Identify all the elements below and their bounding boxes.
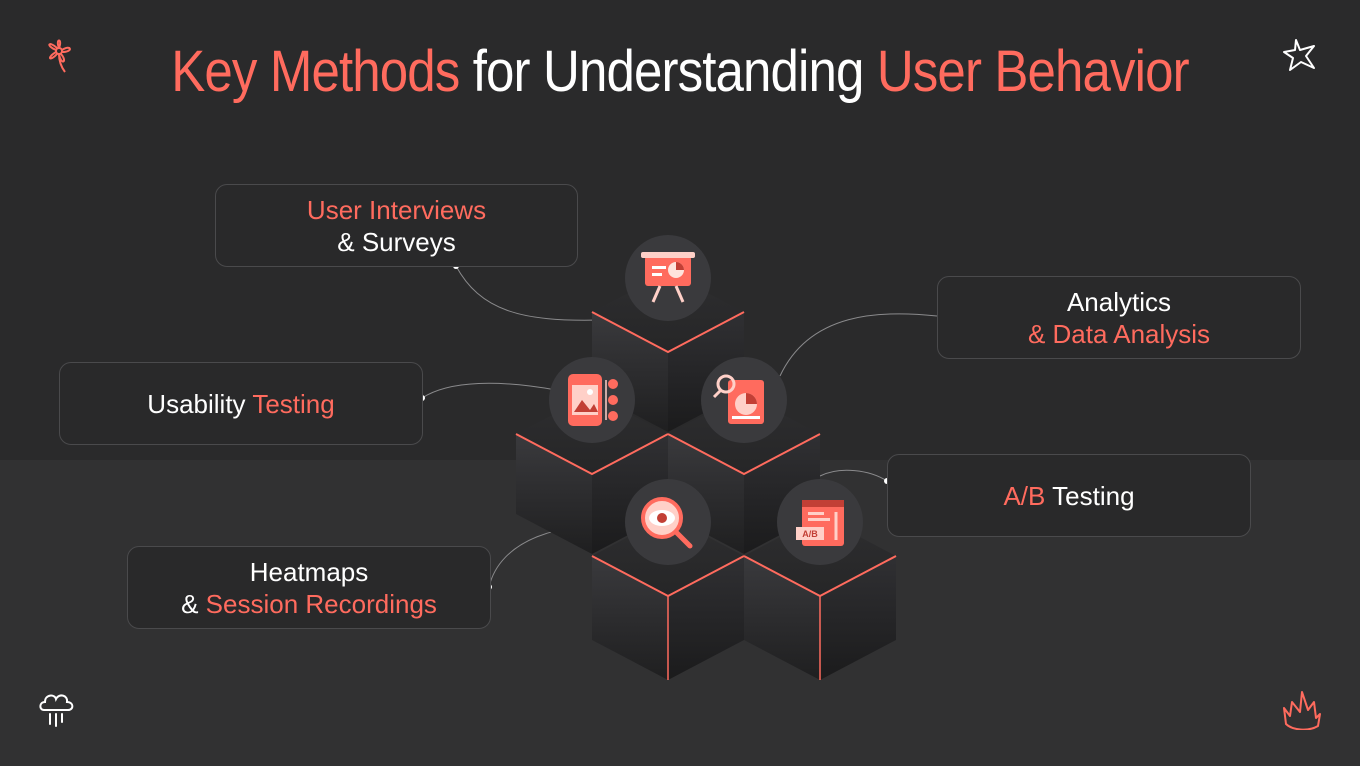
card-usability-testing: Usability Testing [59, 362, 423, 445]
ab-icon-label: A/B [802, 529, 818, 539]
card-usability-word2: Testing [252, 388, 335, 419]
card-analytics-line2: & Data Analysis [1027, 318, 1211, 349]
mobile-testing-icon [549, 357, 635, 443]
card-analytics: Analytics & Data Analysis [937, 276, 1301, 359]
card-user-interviews: User Interviews & Surveys [215, 184, 578, 267]
card-ab-word2: Testing [1045, 480, 1135, 511]
eye-magnifier-icon [625, 479, 711, 565]
star-icon [1283, 39, 1315, 71]
card-interviews-surveys: Surveys [361, 226, 456, 257]
card-ab-testing: A/B Testing [887, 454, 1251, 537]
title-part-key-methods: Key Methods [171, 39, 460, 104]
card-ab-line: A/B Testing [1003, 480, 1134, 512]
card-heatmaps-session-recordings: Session Recordings [205, 588, 437, 619]
card-interviews-line2: & Surveys [337, 226, 456, 258]
flower-icon [48, 39, 71, 73]
title-part-middle: for Understanding [459, 39, 877, 104]
card-interviews-ampersand: & [337, 226, 362, 257]
card-heatmaps-line2: & Session Recordings [181, 588, 437, 620]
document-chart-icon [701, 357, 787, 443]
card-usability-word1: Usability [147, 388, 253, 419]
card-interviews-line1: User Interviews [306, 194, 487, 225]
card-heatmaps-ampersand: & [181, 588, 206, 619]
title-part-user-behavior: User Behavior [876, 39, 1190, 104]
card-ab-word1: A/B [1003, 480, 1046, 511]
cloud-rain-icon [39, 694, 74, 727]
card-heatmaps-line1: Heatmaps [249, 556, 369, 587]
card-usability-line: Usability Testing [147, 388, 334, 420]
presentation-board-icon [625, 235, 711, 321]
card-analytics-line1: Analytics [1066, 286, 1172, 317]
ab-test-window-icon: A/B [777, 479, 863, 565]
card-heatmaps: Heatmaps & Session Recordings [127, 546, 491, 629]
page-title: Key Methods for Understanding User Behav… [82, 38, 1279, 105]
crown-icon [1283, 691, 1321, 730]
